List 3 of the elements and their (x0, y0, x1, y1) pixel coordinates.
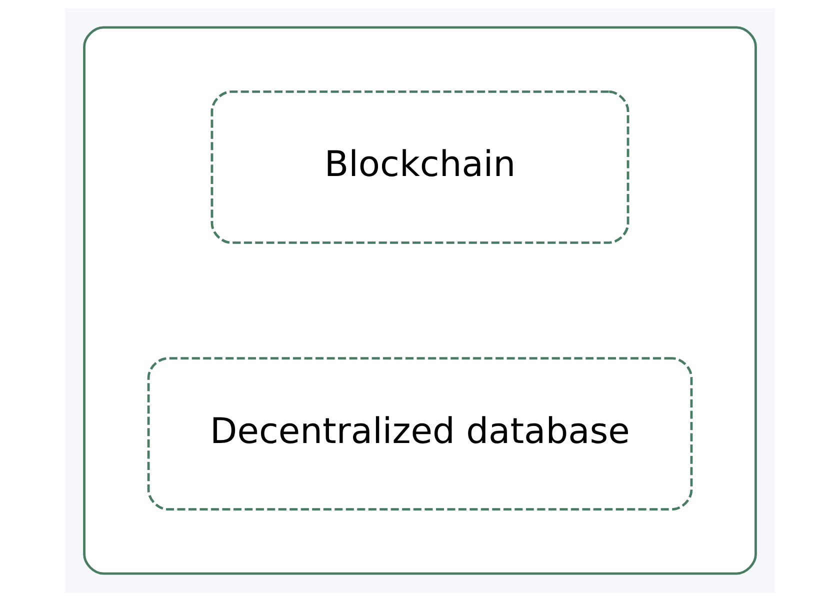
node-box: Decentralized database (146, 357, 692, 511)
node-box: Blockchain (210, 90, 629, 244)
cluster (82, 26, 756, 575)
